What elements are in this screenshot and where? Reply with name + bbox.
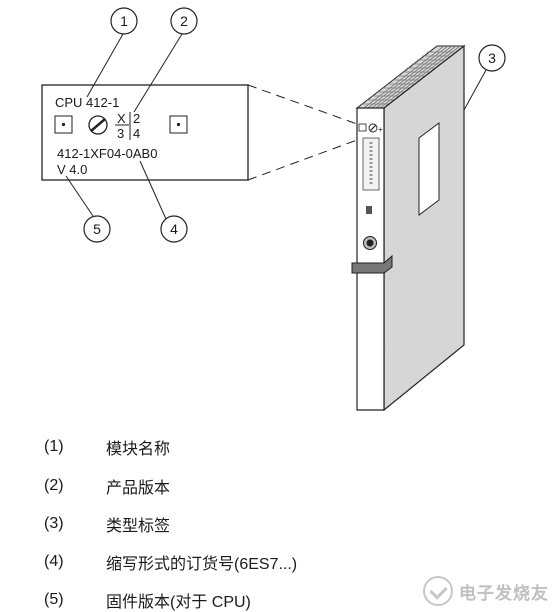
svg-text:3: 3	[488, 50, 496, 66]
panel-4-label: 4	[133, 126, 140, 141]
panel-version: V 4.0	[57, 162, 87, 177]
svg-text:5: 5	[93, 221, 101, 237]
callout-2	[170, 7, 198, 35]
panel-cpu-label: CPU 412-1	[55, 95, 119, 110]
legend-item-2: (2) 产品版本	[44, 474, 170, 498]
legend-item-5: (5) 固件版本(对于 CPU)	[44, 588, 251, 612]
legend-item-3: (3) 类型标签	[44, 512, 170, 536]
svg-text:2: 2	[180, 13, 188, 29]
callout-1	[110, 7, 138, 35]
legend-item-1: (1) 模块名称	[44, 435, 170, 459]
legend-text: 模块名称	[106, 441, 171, 458]
watermark-text: 电子发烧友	[459, 583, 549, 603]
legend-text: 类型标签	[106, 518, 171, 535]
front-panel	[41, 84, 249, 181]
panel-order-number: 412-1XF04-0AB0	[57, 146, 157, 161]
svg-text:4: 4	[170, 221, 178, 237]
panel-3-label: 3	[117, 126, 124, 141]
projection-line-top	[247, 84, 358, 125]
mode-switch-icon	[88, 115, 108, 135]
module-diagram: CPU 412-1 X 2 3 4 412-1XF04-0AB0 V 4.0 1…	[41, 7, 506, 412]
watermark-logo-icon	[423, 576, 453, 606]
legend-item-4: (4) 缩写形式的订货号(6ES7...)	[44, 550, 297, 574]
callout-4	[160, 215, 188, 243]
svg-text:+: +	[378, 125, 383, 134]
watermark: 电子发烧友	[423, 576, 549, 606]
legend-text: 产品版本	[106, 480, 171, 497]
callout-3	[478, 44, 506, 72]
projection-line-bottom	[247, 139, 358, 181]
legend-num: (5)	[44, 591, 64, 608]
callout-5	[83, 215, 111, 243]
legend-text: 固件版本(对于 CPU)	[106, 594, 251, 611]
legend-num: (2)	[44, 477, 64, 494]
svg-text:1: 1	[120, 13, 128, 29]
panel-2-label: 2	[133, 111, 140, 126]
legend-num: (4)	[44, 553, 64, 570]
legend-text: 缩写形式的订货号(6ES7...)	[106, 556, 298, 573]
legend-num: (1)	[44, 438, 64, 455]
cpu-module: +	[351, 44, 466, 412]
panel-x-label: X	[117, 111, 126, 126]
legend-num: (3)	[44, 515, 64, 532]
